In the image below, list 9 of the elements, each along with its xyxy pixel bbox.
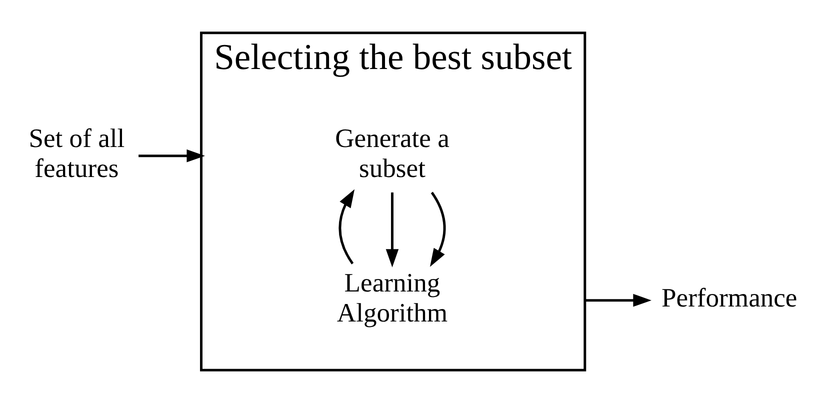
arrow <box>138 149 206 162</box>
node-text: Performance <box>662 282 798 313</box>
node-text: Learning Algorithm <box>336 268 448 328</box>
arrow <box>584 294 652 307</box>
node-text: Set of all features <box>28 123 125 184</box>
node-text: Generate a subset <box>335 123 450 184</box>
arrow <box>430 192 446 267</box>
arrow <box>338 189 355 264</box>
arrow <box>386 192 399 268</box>
